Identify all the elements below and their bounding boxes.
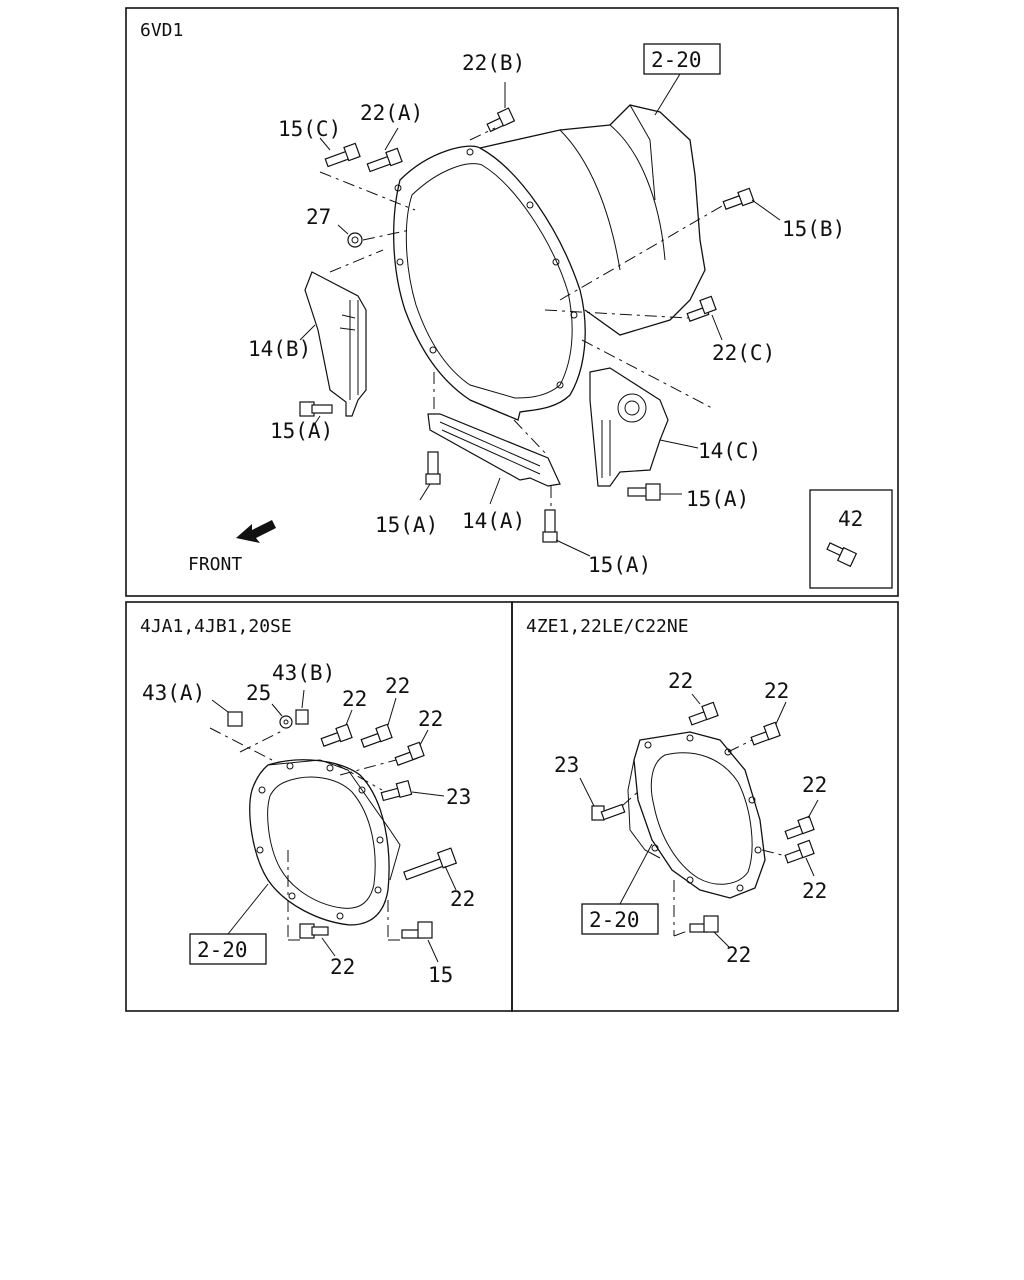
panel-top-title: 6VD1 — [140, 20, 183, 41]
panel-top-frame — [125, 7, 899, 597]
label-15c: 15(C) — [278, 117, 341, 141]
bolt-22-bl-bottom — [287, 850, 336, 957]
front-arrow-icon — [236, 520, 276, 543]
bolt-22-bl-3 — [339, 729, 429, 776]
label-22c: 22(C) — [712, 341, 775, 365]
label-42: 42 — [838, 507, 863, 531]
bolt-22b — [469, 82, 516, 141]
transmission-case-drawing — [393, 104, 706, 421]
bolt-23-br — [579, 777, 641, 821]
label-14b: 14(B) — [248, 337, 311, 361]
panel-bottom-right-title: 4ZE1,22LE/C22NE — [526, 616, 689, 637]
bolt-22-bl-long — [403, 847, 458, 891]
label-22-bl-3: 22 — [418, 707, 443, 731]
housing-holes-4ze1 — [644, 734, 762, 892]
transmission-body — [479, 104, 706, 336]
label-27: 27 — [306, 205, 331, 229]
label-22-br-2: 22 — [764, 679, 789, 703]
label-23-bl: 23 — [446, 785, 471, 809]
nut-43b — [295, 689, 309, 725]
washer-25 — [239, 703, 293, 753]
label-15b: 15(B) — [782, 217, 845, 241]
label-ref-2-20-top: 2-20 — [651, 48, 702, 72]
bolt-15a-mid — [419, 451, 441, 501]
label-22b: 22(B) — [462, 51, 525, 75]
bolt-15a-bottom — [542, 486, 591, 557]
label-43b: 43(B) — [272, 661, 335, 685]
bolt-22-bl-2 — [360, 697, 397, 748]
bolt-23-bl — [335, 763, 445, 802]
housing-holes-4ja1 — [256, 762, 384, 920]
label-43a: 43(A) — [142, 681, 205, 705]
label-14c: 14(C) — [698, 439, 761, 463]
label-ref-2-20-bl: 2-20 — [197, 938, 248, 962]
nut-27 — [337, 224, 411, 248]
label-22-bl-long: 22 — [450, 887, 475, 911]
label-15a-left: 15(A) — [270, 419, 333, 443]
label-15a-bottom: 15(A) — [588, 553, 651, 577]
bracket-14a — [427, 372, 561, 505]
bolt-15a-left — [299, 401, 333, 429]
label-14a: 14(A) — [462, 509, 525, 533]
label-22-br-4: 22 — [802, 879, 827, 903]
label-15-bl: 15 — [428, 963, 453, 987]
label-ref-2-20-br: 2-20 — [589, 908, 640, 932]
label-22-bl-bottom: 22 — [330, 955, 355, 979]
inset-box-42 — [809, 489, 893, 589]
bolt-15a-right — [627, 483, 682, 501]
bracket-14c — [581, 339, 713, 487]
panel-6vd1: 6VD1 — [125, 7, 899, 597]
bolt-22c — [544, 295, 723, 341]
bolt-22-br-2 — [727, 701, 787, 753]
bolt-22a — [366, 127, 403, 173]
bolt-22-br-3 — [784, 799, 819, 840]
bell-housing-flange — [393, 145, 586, 421]
label-22-br-bottom: 22 — [726, 943, 751, 967]
bolt-15-bl — [387, 900, 439, 963]
ref-box-2-20-top — [643, 43, 721, 75]
label-22-br-1: 22 — [668, 669, 693, 693]
label-22-br-3: 22 — [802, 773, 827, 797]
bolt-22-br-bottom — [673, 880, 731, 949]
bell-housing-4ze1 — [627, 731, 766, 899]
bolt-22-br-1 — [688, 693, 719, 726]
label-25: 25 — [246, 681, 271, 705]
panel-4ja1: 4JA1,4JB1,20SE — [125, 601, 513, 1012]
bracket-14b — [299, 249, 384, 417]
nut-43a — [209, 699, 273, 761]
bolt-42 — [826, 542, 858, 568]
bolt-15b — [559, 187, 781, 301]
panel-bottom-right-frame — [511, 601, 899, 1012]
label-23-br: 23 — [554, 753, 579, 777]
bolt-22-bl-1 — [320, 709, 353, 747]
body-contours — [559, 104, 666, 271]
bolt-15c — [319, 137, 416, 211]
bell-housing-inner — [405, 163, 573, 399]
label-22a: 22(A) — [360, 101, 423, 125]
bolt-22-br-4 — [761, 839, 815, 877]
label-22-bl-2: 22 — [385, 674, 410, 698]
flange-holes — [394, 148, 578, 389]
label-front: FRONT — [188, 554, 242, 575]
panel-4ze1: 4ZE1,22LE/C22NE — [511, 601, 899, 1012]
panel-bottom-left-title: 4JA1,4JB1,20SE — [140, 616, 292, 637]
label-22-bl-1: 22 — [342, 687, 367, 711]
label-15a-right: 15(A) — [686, 487, 749, 511]
bell-housing-4ja1 — [249, 759, 401, 926]
label-15a-mid: 15(A) — [375, 513, 438, 537]
